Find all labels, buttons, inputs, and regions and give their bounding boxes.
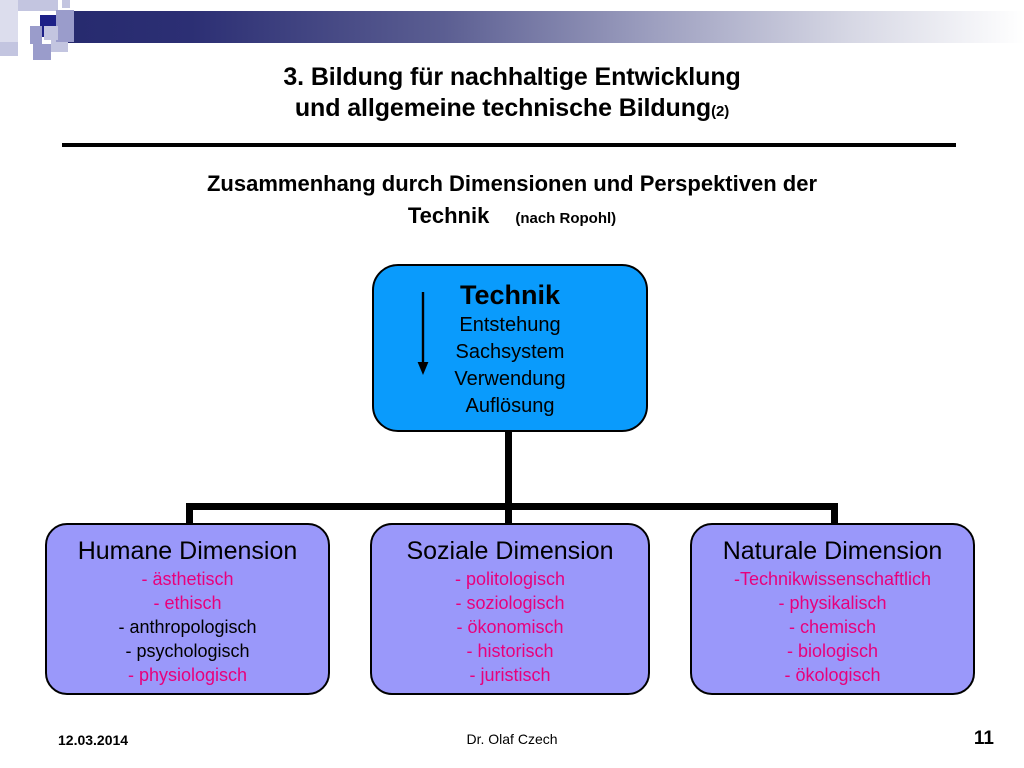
dimension-item: - soziologisch: [455, 593, 565, 613]
dimension-item: - biologisch: [786, 641, 879, 661]
dimension-item: -Technikwissenschaftlich: [733, 569, 932, 589]
dimension-heading: Humane Dimension: [77, 537, 298, 565]
down-arrow-icon: [417, 292, 429, 375]
technik-item: Sachsystem: [455, 341, 565, 363]
connector-stub-0: [186, 503, 193, 525]
deco-square: [30, 26, 42, 44]
deco-square: [0, 20, 18, 42]
deco-square: [0, 42, 18, 56]
dimension-item: - ästhetisch: [141, 569, 234, 589]
dimension-item: - ökonomisch: [456, 617, 564, 637]
technik-item: Entstehung: [459, 314, 561, 336]
diagram-node-naturale-dimension[interactable]: Naturale Dimension -Technikwissenschaftl…: [690, 523, 975, 695]
slide-footer: 12.03.2014 Dr. Olaf Czech 11: [0, 726, 1024, 768]
diagram-node-technik[interactable]: Technik Entstehung Sachsystem Verwendung…: [372, 264, 648, 432]
diagram-node-soziale-dimension[interactable]: Soziale Dimension - politologisch - sozi…: [370, 523, 650, 695]
dimension-heading: Naturale Dimension: [722, 537, 943, 565]
title-line-2-text: und allgemeine technische Bildung: [294, 94, 712, 122]
page-title: 3. Bildung für nachhaltige Entwicklung u…: [0, 62, 1024, 127]
dimension-item: - anthropologisch: [118, 617, 257, 637]
page-number: 11: [973, 728, 994, 749]
header-gradient-bar: [56, 11, 1024, 43]
diagram-node-humane-dimension[interactable]: Humane Dimension - ästhetisch - ethisch …: [45, 523, 330, 695]
footer-date: 12.03.2014: [58, 732, 129, 748]
slide-header-decoration: [0, 0, 1024, 60]
subtitle-line-2-text: Technik: [407, 203, 490, 228]
dimension-item: - ethisch: [153, 593, 222, 613]
deco-square: [33, 44, 51, 60]
title-line-2: und allgemeine technische Bildung(2): [0, 93, 1024, 127]
footer-author: Dr. Olaf Czech: [466, 731, 558, 747]
subtitle-source-note: (nach Ropohl): [515, 210, 617, 227]
dimension-item: - historisch: [466, 641, 554, 661]
deco-square: [18, 0, 38, 11]
dimension-item: - psychologisch: [125, 641, 250, 661]
deco-square: [44, 26, 58, 40]
deco-square: [56, 10, 74, 42]
technik-item: Verwendung: [454, 368, 566, 390]
connector-horizontal-bus: [186, 503, 838, 510]
dimension-item: - physiologisch: [127, 665, 248, 685]
connector-stub-2: [831, 503, 838, 525]
subtitle-line-2: Technik (nach Ropohl): [80, 200, 944, 235]
technik-heading: Technik: [459, 280, 561, 310]
deco-square: [36, 0, 58, 11]
dimension-item: - physikalisch: [778, 593, 887, 613]
title-suffix: (2): [711, 103, 730, 120]
subtitle-line-1: Zusammenhang durch Dimensionen und Persp…: [206, 171, 818, 196]
technik-item: Auflösung: [465, 395, 555, 417]
dimension-item: - juristisch: [469, 665, 551, 685]
dimension-heading: Soziale Dimension: [406, 537, 614, 565]
deco-square: [0, 0, 18, 20]
connector-root-vertical: [505, 430, 512, 510]
dimension-item: - ökologisch: [784, 665, 881, 685]
deco-square: [62, 0, 70, 8]
slide-subtitle: Zusammenhang durch Dimensionen und Persp…: [80, 168, 944, 235]
dimension-item: - chemisch: [788, 617, 877, 637]
dimension-item: - politologisch: [454, 569, 566, 589]
title-line-1: 3. Bildung für nachhaltige Entwicklung: [283, 63, 741, 91]
connector-stub-1: [505, 503, 512, 525]
title-divider: [62, 143, 956, 147]
